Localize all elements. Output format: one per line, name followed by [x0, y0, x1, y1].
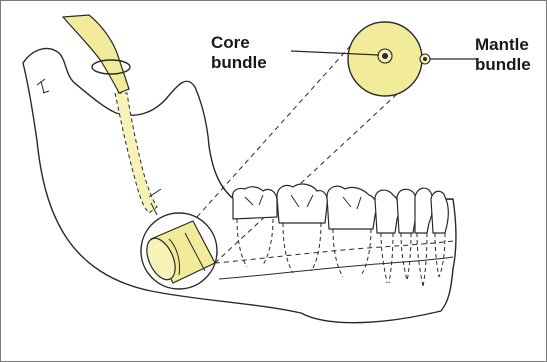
core-bundle-inner [382, 53, 388, 59]
root-premolar-1 [401, 233, 411, 281]
tooth-incisor [431, 191, 448, 233]
teeth [233, 184, 449, 233]
projection-line-lower [215, 81, 411, 263]
root-incisor [435, 233, 445, 277]
mantle-bundle-inner [423, 57, 427, 61]
tooth-molar-1 [327, 186, 377, 229]
tooth-molar-2 [277, 184, 327, 223]
tooth-molar-3 [233, 187, 277, 219]
root-premolar-2 [381, 233, 393, 283]
tooth-canine [415, 188, 433, 233]
mantle-bundle-label: Mantle bundle [475, 35, 531, 75]
core-bundle-label: Core bundle [211, 33, 267, 73]
condyle-mark [37, 79, 49, 93]
root-molar-2 [283, 223, 321, 273]
tooth-premolar-2 [375, 190, 399, 233]
root-molar-1 [333, 229, 371, 277]
